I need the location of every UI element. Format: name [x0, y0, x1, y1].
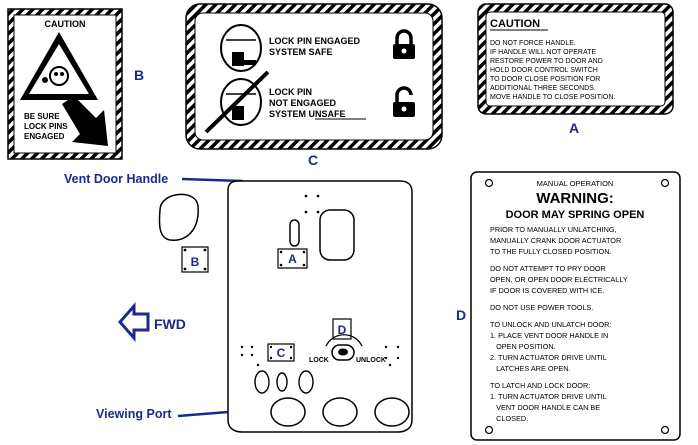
placard-d-line: 1. TURN ACTUATOR DRIVE UNTIL — [490, 392, 607, 401]
arrow-left-icon — [118, 302, 150, 342]
vent-door-handle-callout: Vent Door Handle — [64, 172, 168, 186]
placard-d-line: OPEN POSITION. — [490, 342, 556, 351]
placard-b-line-1: BE SURE — [24, 112, 60, 121]
placard-d-header: MANUAL OPERATION — [537, 179, 614, 188]
placard-b-line-2: LOCK PINS — [24, 122, 68, 131]
placard-d-line: LATCHES ARE OPEN. — [490, 364, 571, 373]
lock-pin-engaged-diagram — [220, 24, 262, 72]
placard-d-subtitle: DOOR MAY SPRING OPEN — [506, 209, 645, 221]
placard-b: CAUTION BE SURE LOCK PINS ENGAGED — [7, 8, 123, 160]
placard-d-line: IF DOOR IS COVERED WITH ICE. — [490, 286, 604, 295]
placard-d-line: 2. TURN ACTUATOR DRIVE UNTIL — [490, 353, 607, 362]
lock-pin-not-engaged-diagram — [204, 70, 270, 134]
placard-c-unsafe-line-1: LOCK PIN — [269, 87, 312, 97]
placard-b-letter: B — [134, 67, 144, 83]
placard-d-line: TO UNLOCK AND UNLATCH DOOR: — [490, 320, 611, 329]
viewing-port-callout: Viewing Port — [96, 407, 172, 421]
lock-closed-icon — [393, 29, 415, 59]
placard-d: MANUAL OPERATION WARNING: DOOR MAY SPRIN… — [470, 171, 681, 441]
marker-c-label: C — [277, 346, 286, 360]
placard-d-line: OPEN, OR OPEN DOOR ELECTRICALLY — [490, 275, 628, 284]
placard-d-letter: D — [456, 307, 466, 323]
viewing-port — [254, 370, 314, 394]
marker-c-box: C — [267, 343, 295, 362]
marker-d-label: D — [338, 323, 347, 337]
placard-a-line-2: IF HANDLE WILL NOT OPERATE — [490, 49, 596, 56]
upper-window — [319, 209, 355, 261]
fwd-indicator: FWD — [118, 302, 186, 342]
placard-a-line-6: ADDITIONAL THREE SECONDS. — [490, 85, 596, 92]
rivet-dots — [240, 194, 400, 367]
placard-d-line: VENT DOOR HANDLE CAN BE — [490, 403, 600, 412]
lower-portholes — [270, 397, 410, 427]
placard-d-line: CLOSED. — [490, 414, 528, 423]
placard-d-body: PRIOR TO MANUALLY UNLATCHING, MANUALLY CR… — [490, 225, 628, 423]
marker-d-box: D — [332, 318, 352, 340]
placard-a-line-5: TO DOOR CLOSE POSITION FOR — [490, 76, 600, 83]
placard-a: CAUTION DO NOT FORCE HANDLE. IF HANDLE W… — [477, 3, 674, 115]
fwd-label: FWD — [154, 316, 186, 332]
placard-a-line-3: RESTORE POWER TO DOOR AND — [490, 58, 603, 65]
actuator-drive: LOCK UNLOCK — [309, 334, 386, 364]
placard-d-line: DO NOT ATTEMPT TO PRY DOOR — [490, 264, 606, 273]
placard-d-title: WARNING: — [536, 190, 614, 207]
placard-c-letter: C — [308, 152, 318, 168]
placard-a-line-7: MOVE HANDLE TO CLOSE POSITION. — [490, 94, 615, 101]
placard-d-line: TO THE FULLY CLOSED POSITION. — [490, 247, 612, 256]
placard-d-line: DO NOT USE POWER TOOLS. — [490, 303, 593, 312]
marker-b-box: B — [181, 246, 209, 273]
placard-b-heading: CAUTION — [45, 19, 86, 29]
placard-c-unsafe-line-2: NOT ENGAGED — [269, 98, 337, 108]
placard-a-line-1: DO NOT FORCE HANDLE. — [490, 40, 576, 47]
placard-d-line: MANUALLY CRANK DOOR ACTUATOR — [490, 236, 621, 245]
placard-a-heading: CAUTION — [490, 18, 540, 30]
door-panel: A D C LOCK UNLOCK — [227, 180, 413, 433]
placard-c-engaged-line-2: SYSTEM SAFE — [269, 47, 333, 57]
placard-a-line-4: HOLD DOOR CONTROL SWITCH — [490, 67, 598, 74]
placard-b-line-3: ENGAGED — [24, 132, 65, 141]
lock-label: LOCK — [309, 357, 329, 364]
marker-a-label: A — [288, 252, 297, 266]
vent-oval-outline — [158, 193, 199, 241]
placard-c-unsafe-line-3: SYSTEM UNSAFE — [269, 109, 346, 119]
placard-d-line: PRIOR TO MANUALLY UNLATCHING, — [490, 225, 617, 234]
placard-a-letter: A — [569, 120, 579, 136]
vent-door-handle — [289, 219, 300, 247]
placard-d-line: 1. PLACE VENT DOOR HANDLE IN — [490, 331, 608, 340]
placard-c: LOCK PIN ENGAGED SYSTEM SAFE LOCK PIN NO… — [185, 3, 443, 150]
placard-d-line: TO LATCH AND LOCK DOOR: — [490, 381, 590, 390]
marker-b-label: B — [191, 255, 200, 269]
lock-open-icon — [393, 86, 415, 117]
hazard-triangle-icon — [20, 32, 98, 100]
marker-a-box: A — [277, 248, 308, 269]
placard-c-engaged-line-1: LOCK PIN ENGAGED — [269, 36, 361, 46]
arrow-down-right-icon — [62, 96, 108, 146]
unlock-label: UNLOCK — [356, 357, 386, 364]
